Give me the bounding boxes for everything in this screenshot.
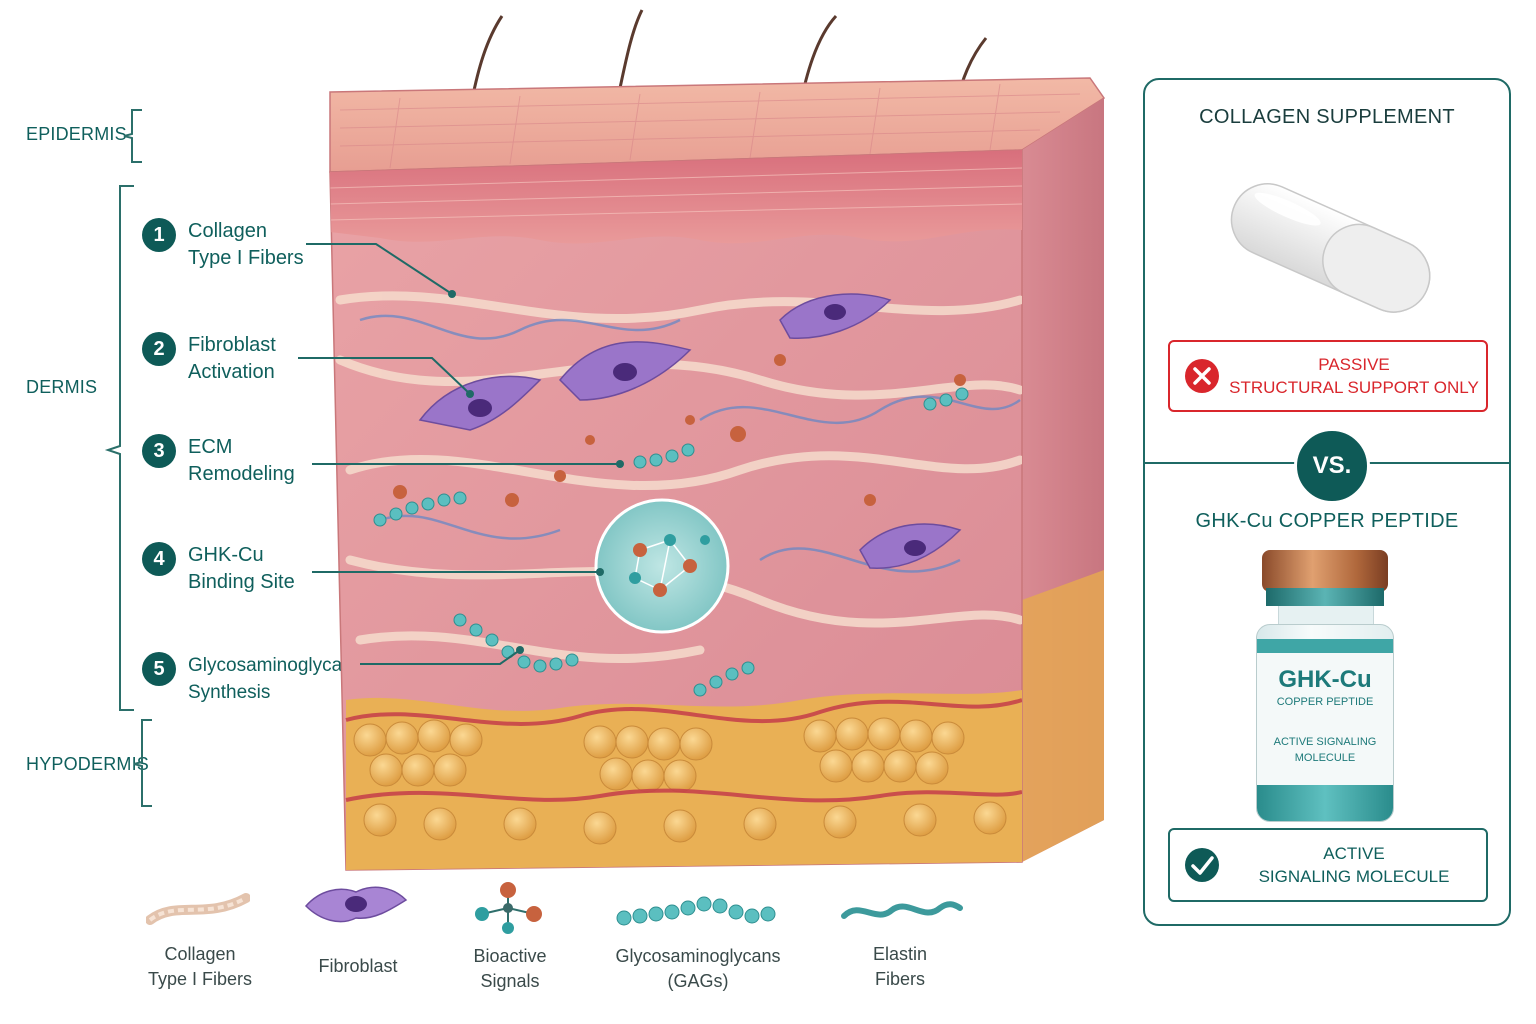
callout-4: 4 [142,542,176,576]
epidermis-label: EPIDERMIS [26,124,127,144]
epidermis-bracket [123,109,142,163]
callout-number: 1 [142,218,176,252]
dermis-label: DERMIS [26,377,98,397]
legend-gags: Glycosaminoglycans (GAGs) [615,946,781,991]
callout-number: 4 [142,542,176,576]
vs-text: VS. [1312,452,1352,479]
x-circle-icon [1185,359,1219,393]
vial-ring [1266,588,1384,606]
vs-badge: VS. [1294,428,1370,504]
callout-2-text: Fibroblast Activation [188,334,276,383]
capsule-icon [1230,183,1431,313]
vial-name: GHK-Cu [1278,666,1372,693]
vial-neck [1278,606,1374,626]
vial-sub: COPPER PEPTIDE [1276,696,1374,708]
hair [618,9,644,89]
check-circle-icon [1185,848,1219,882]
molecule-icon [475,882,542,934]
collagen-fiber-icon [146,893,250,925]
elastin-fiber-icon [841,901,963,919]
callout-3-text: ECM Remodeling [188,436,295,485]
legend-fibroblast: Fibroblast [318,956,398,976]
gag-chain-icon [616,896,776,926]
collagen-supplement-title: COLLAGEN SUPPLEMENT [1199,106,1455,128]
ghk-cu-title: GHK-Cu COPPER PEPTIDE [1195,510,1459,532]
vial-cap [1262,550,1388,592]
callout-5: 5 [142,652,176,686]
callout-1: 1 [142,218,176,252]
hypodermis-label: HYPODERMIS [26,754,150,774]
hair [470,15,504,101]
fibroblast-icon [304,886,408,923]
passive-status-box: PASSIVE STRUCTURAL SUPPORT ONLY [1168,340,1488,412]
callout-5-text: Glycosaminoglycan Synthesis [188,655,353,703]
callout-3: 3 [142,434,176,468]
callout-number: 5 [142,652,176,686]
legend-elastin: Elastin Fibers [872,944,928,989]
callout-1-text: Collagen Type I Fibers [188,220,304,269]
hypodermis-bracket [133,719,152,807]
passive-status-text: PASSIVE STRUCTURAL SUPPORT ONLY [1229,355,1479,397]
legend-bioactive: Bioactive Signals [473,946,547,991]
vial-desc: ACTIVE SIGNALING MOLECULE [1273,736,1377,764]
vial-body [1256,624,1394,822]
active-status-box: ACTIVE SIGNALING MOLECULE [1168,828,1488,902]
vial-icon: GHK-Cu COPPER PEPTIDE ACTIVE SIGNALING M… [1256,550,1394,822]
callout-number: 3 [142,434,176,468]
callout-number: 2 [142,332,176,366]
dermis-bracket [104,185,134,711]
legend-collagen: Collagen Type I Fibers [147,944,253,989]
callout-2: 2 [142,332,176,366]
callout-4-text: GHK-Cu Binding Site [188,544,295,593]
active-status-text: ACTIVE SIGNALING MOLECULE [1258,844,1450,886]
